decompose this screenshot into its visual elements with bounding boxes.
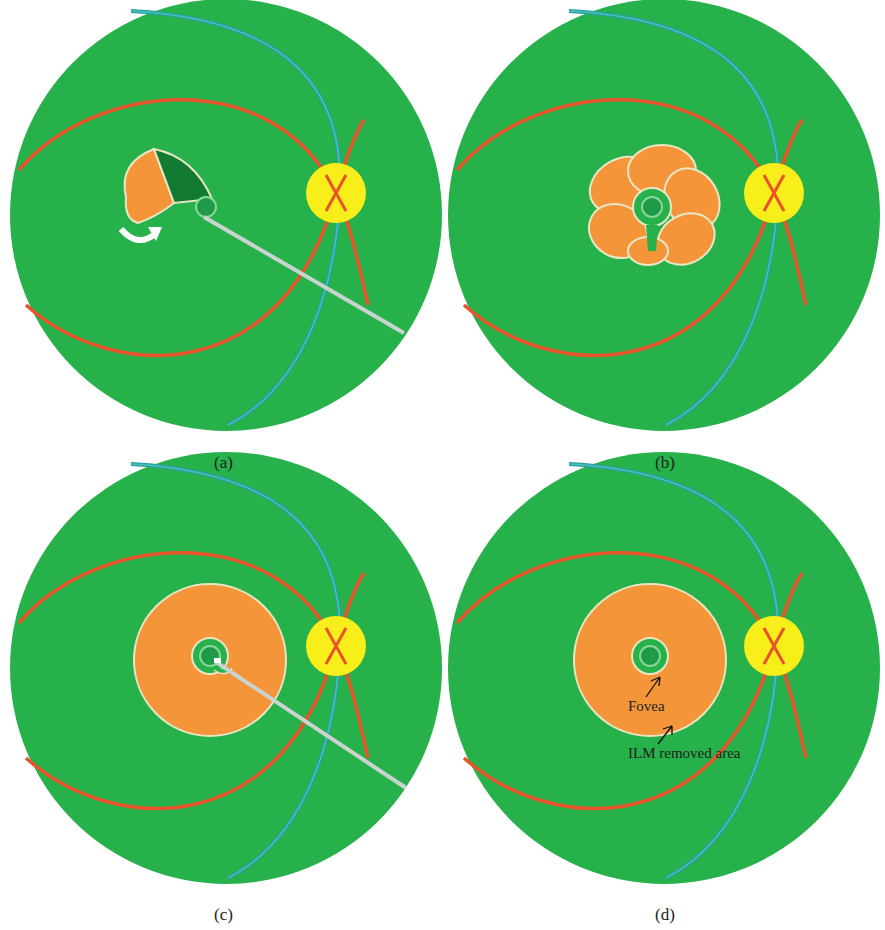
ilm-removed-area [574,584,726,736]
central-island [632,638,668,674]
panel-letter: (d) [655,906,675,925]
panel-c [10,452,442,884]
panel-letter: (b) [655,454,675,473]
callout-label: ILM removed area [628,745,740,762]
panel-a [10,0,442,431]
panel-d [448,452,880,884]
leader-arrow [658,726,672,744]
callout-label: Fovea [628,698,665,715]
ilm-fold [154,149,212,203]
panel-b [448,0,880,431]
ilm-removed-area [134,584,286,736]
panel-letter: (a) [214,454,233,473]
forceps-tip [214,658,221,663]
leader-arrow [646,677,660,697]
panel-letter: (c) [214,906,233,925]
forceps [216,662,406,788]
forceps [204,217,404,333]
ilm-petals [579,145,730,275]
peel-arrowhead [148,227,162,241]
